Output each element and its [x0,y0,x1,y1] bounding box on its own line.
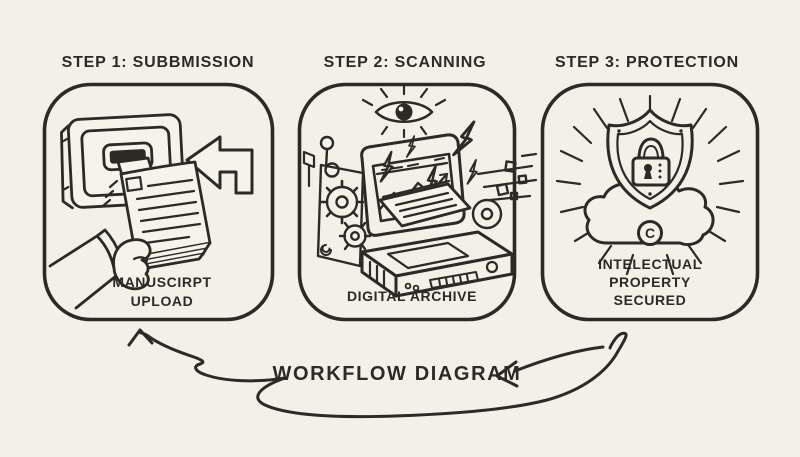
stamp-square [125,175,143,193]
button-strip [429,271,479,289]
step-1-caption: MANUSCIRPT UPLOAD [112,273,211,311]
speed-lines [476,152,538,202]
step-3-title: STEP 3: PROTECTION [555,54,739,71]
digital-archive-illustration [302,84,538,298]
left-arrowhead-icon [495,360,519,388]
gear-tower [302,135,372,268]
up-arrowhead-icon [127,328,154,347]
caption-line: PROPERTY [609,274,691,290]
swoosh-underline [256,331,628,419]
caption-line: MANUSCIRPT [112,274,212,290]
curved-arrow-to-step1 [139,331,287,383]
gear-icon-small [338,221,372,251]
step-1-box [42,82,275,322]
step-1-title: STEP 1: SUBBMISSION [61,54,255,71]
scanner-base-unit [360,230,514,298]
sunburst-rays [555,94,745,276]
left-block-arrow-icon [185,135,254,195]
step-panels [42,82,760,322]
caption-line: UPLOAD [130,293,194,309]
scanner-side-parts [471,152,538,230]
step-3-box [540,82,760,322]
step-3-caption: INTELECTUAL PROPERTY SECURED [598,255,702,309]
scanned-document [378,179,472,228]
footer-title: WORKFLOW DIAGRAM [272,363,522,385]
step-2-title: STEP 2: SCANNING [323,54,487,71]
curved-arrow-from-step3 [513,345,605,373]
eye-icon [361,84,447,139]
hand-holding-manuscript [48,228,152,310]
copyright-badge: C [637,220,663,246]
footer-arrows [127,328,628,419]
protection-illustration [555,94,745,276]
step-2-caption: DIGITAL ARCHIVE [347,287,477,306]
step-2-box [297,82,517,322]
caption-line: DIGITAL ARCHIVE [346,288,478,304]
manuscript-text-lines [135,178,202,245]
padlock-icon [631,137,671,187]
gear-icon [319,179,365,225]
manuscript-upload-illustration [48,113,254,310]
caption-line: SECURED [613,292,687,308]
caption-line: INTELECTUAL [598,256,702,272]
